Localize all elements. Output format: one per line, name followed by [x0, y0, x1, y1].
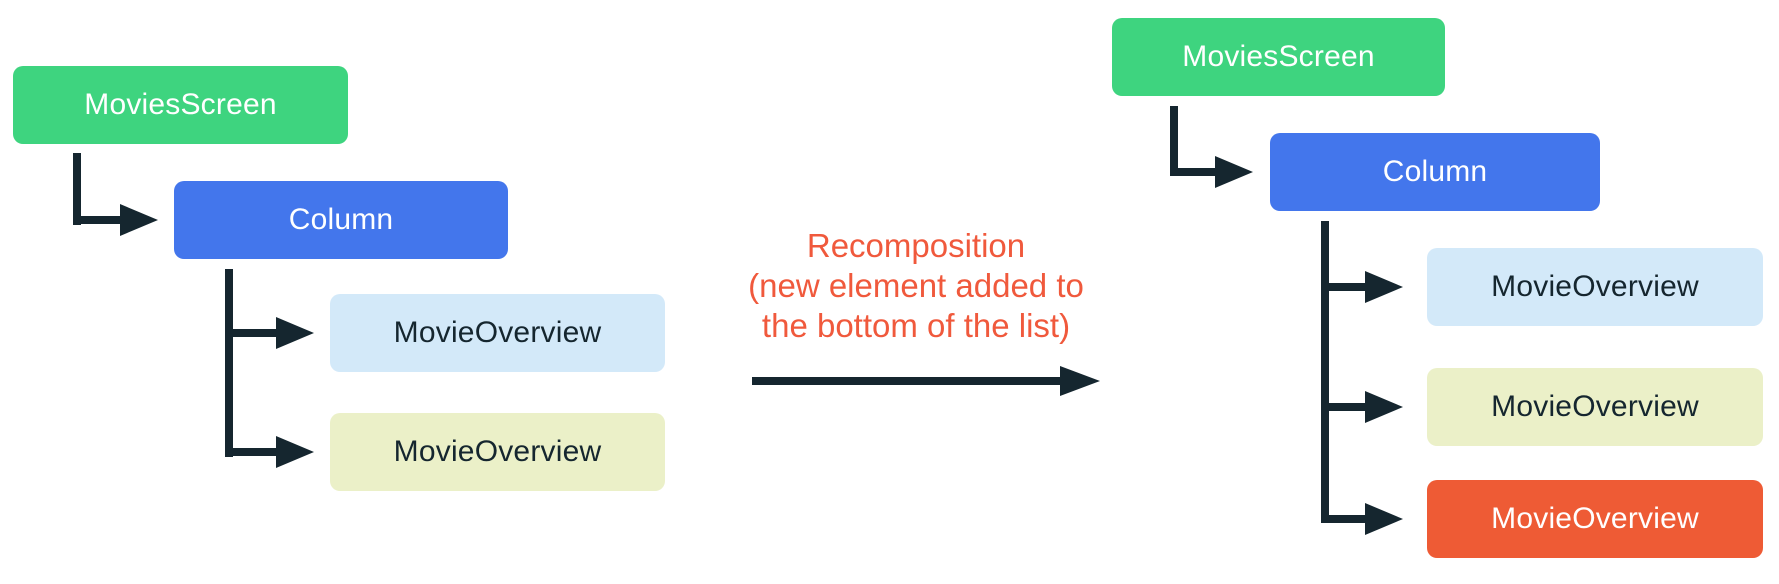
recomposition-label-line2: (new element added to [748, 267, 1084, 304]
node-movie-overview-before-1: MovieOverview [330, 294, 665, 372]
connector-item2-after-arrowhead [1365, 391, 1403, 423]
node-movie-overview-before-2: MovieOverview [330, 413, 665, 491]
connector-item1-before-horizontal [225, 329, 277, 337]
node-movies-screen-before: MoviesScreen [13, 66, 348, 144]
connector-item3-after-horizontal [1321, 515, 1366, 523]
connector-item1-after-arrowhead [1365, 271, 1403, 303]
connector-item2-after-horizontal [1321, 403, 1366, 411]
recomposition-arrowhead [1060, 366, 1100, 396]
connector-root-column-before-vertical [73, 153, 81, 225]
connector-item1-before-arrowhead [276, 317, 314, 349]
connector-item3-after-arrowhead [1365, 503, 1403, 535]
connector-item1-after-horizontal [1321, 283, 1366, 291]
connector-root-column-after-vertical [1170, 106, 1178, 176]
connector-column-items-after-vertical [1321, 221, 1329, 523]
node-column-before: Column [174, 181, 508, 259]
connector-root-column-after-horizontal [1170, 168, 1216, 176]
node-movie-overview-after-3-new: MovieOverview [1427, 480, 1763, 558]
node-movies-screen-after: MoviesScreen [1112, 18, 1445, 96]
node-movie-overview-after-2: MovieOverview [1427, 368, 1763, 446]
connector-root-column-after-arrowhead [1215, 156, 1253, 188]
recomposition-label-line1: Recomposition [806, 227, 1026, 264]
recomposition-label: Recomposition (new element added to the … [716, 226, 1116, 346]
connector-root-column-before-horizontal [73, 216, 121, 224]
node-movie-overview-after-1: MovieOverview [1427, 248, 1763, 326]
node-column-after: Column [1270, 133, 1600, 211]
recomposition-label-line3: the bottom of the list) [761, 307, 1071, 344]
recomposition-arrow-line [752, 377, 1062, 385]
connector-root-column-before-arrowhead [120, 204, 158, 236]
connector-column-items-before-vertical [225, 269, 233, 457]
connector-item2-before-horizontal [225, 448, 277, 456]
connector-item2-before-arrowhead [276, 436, 314, 468]
